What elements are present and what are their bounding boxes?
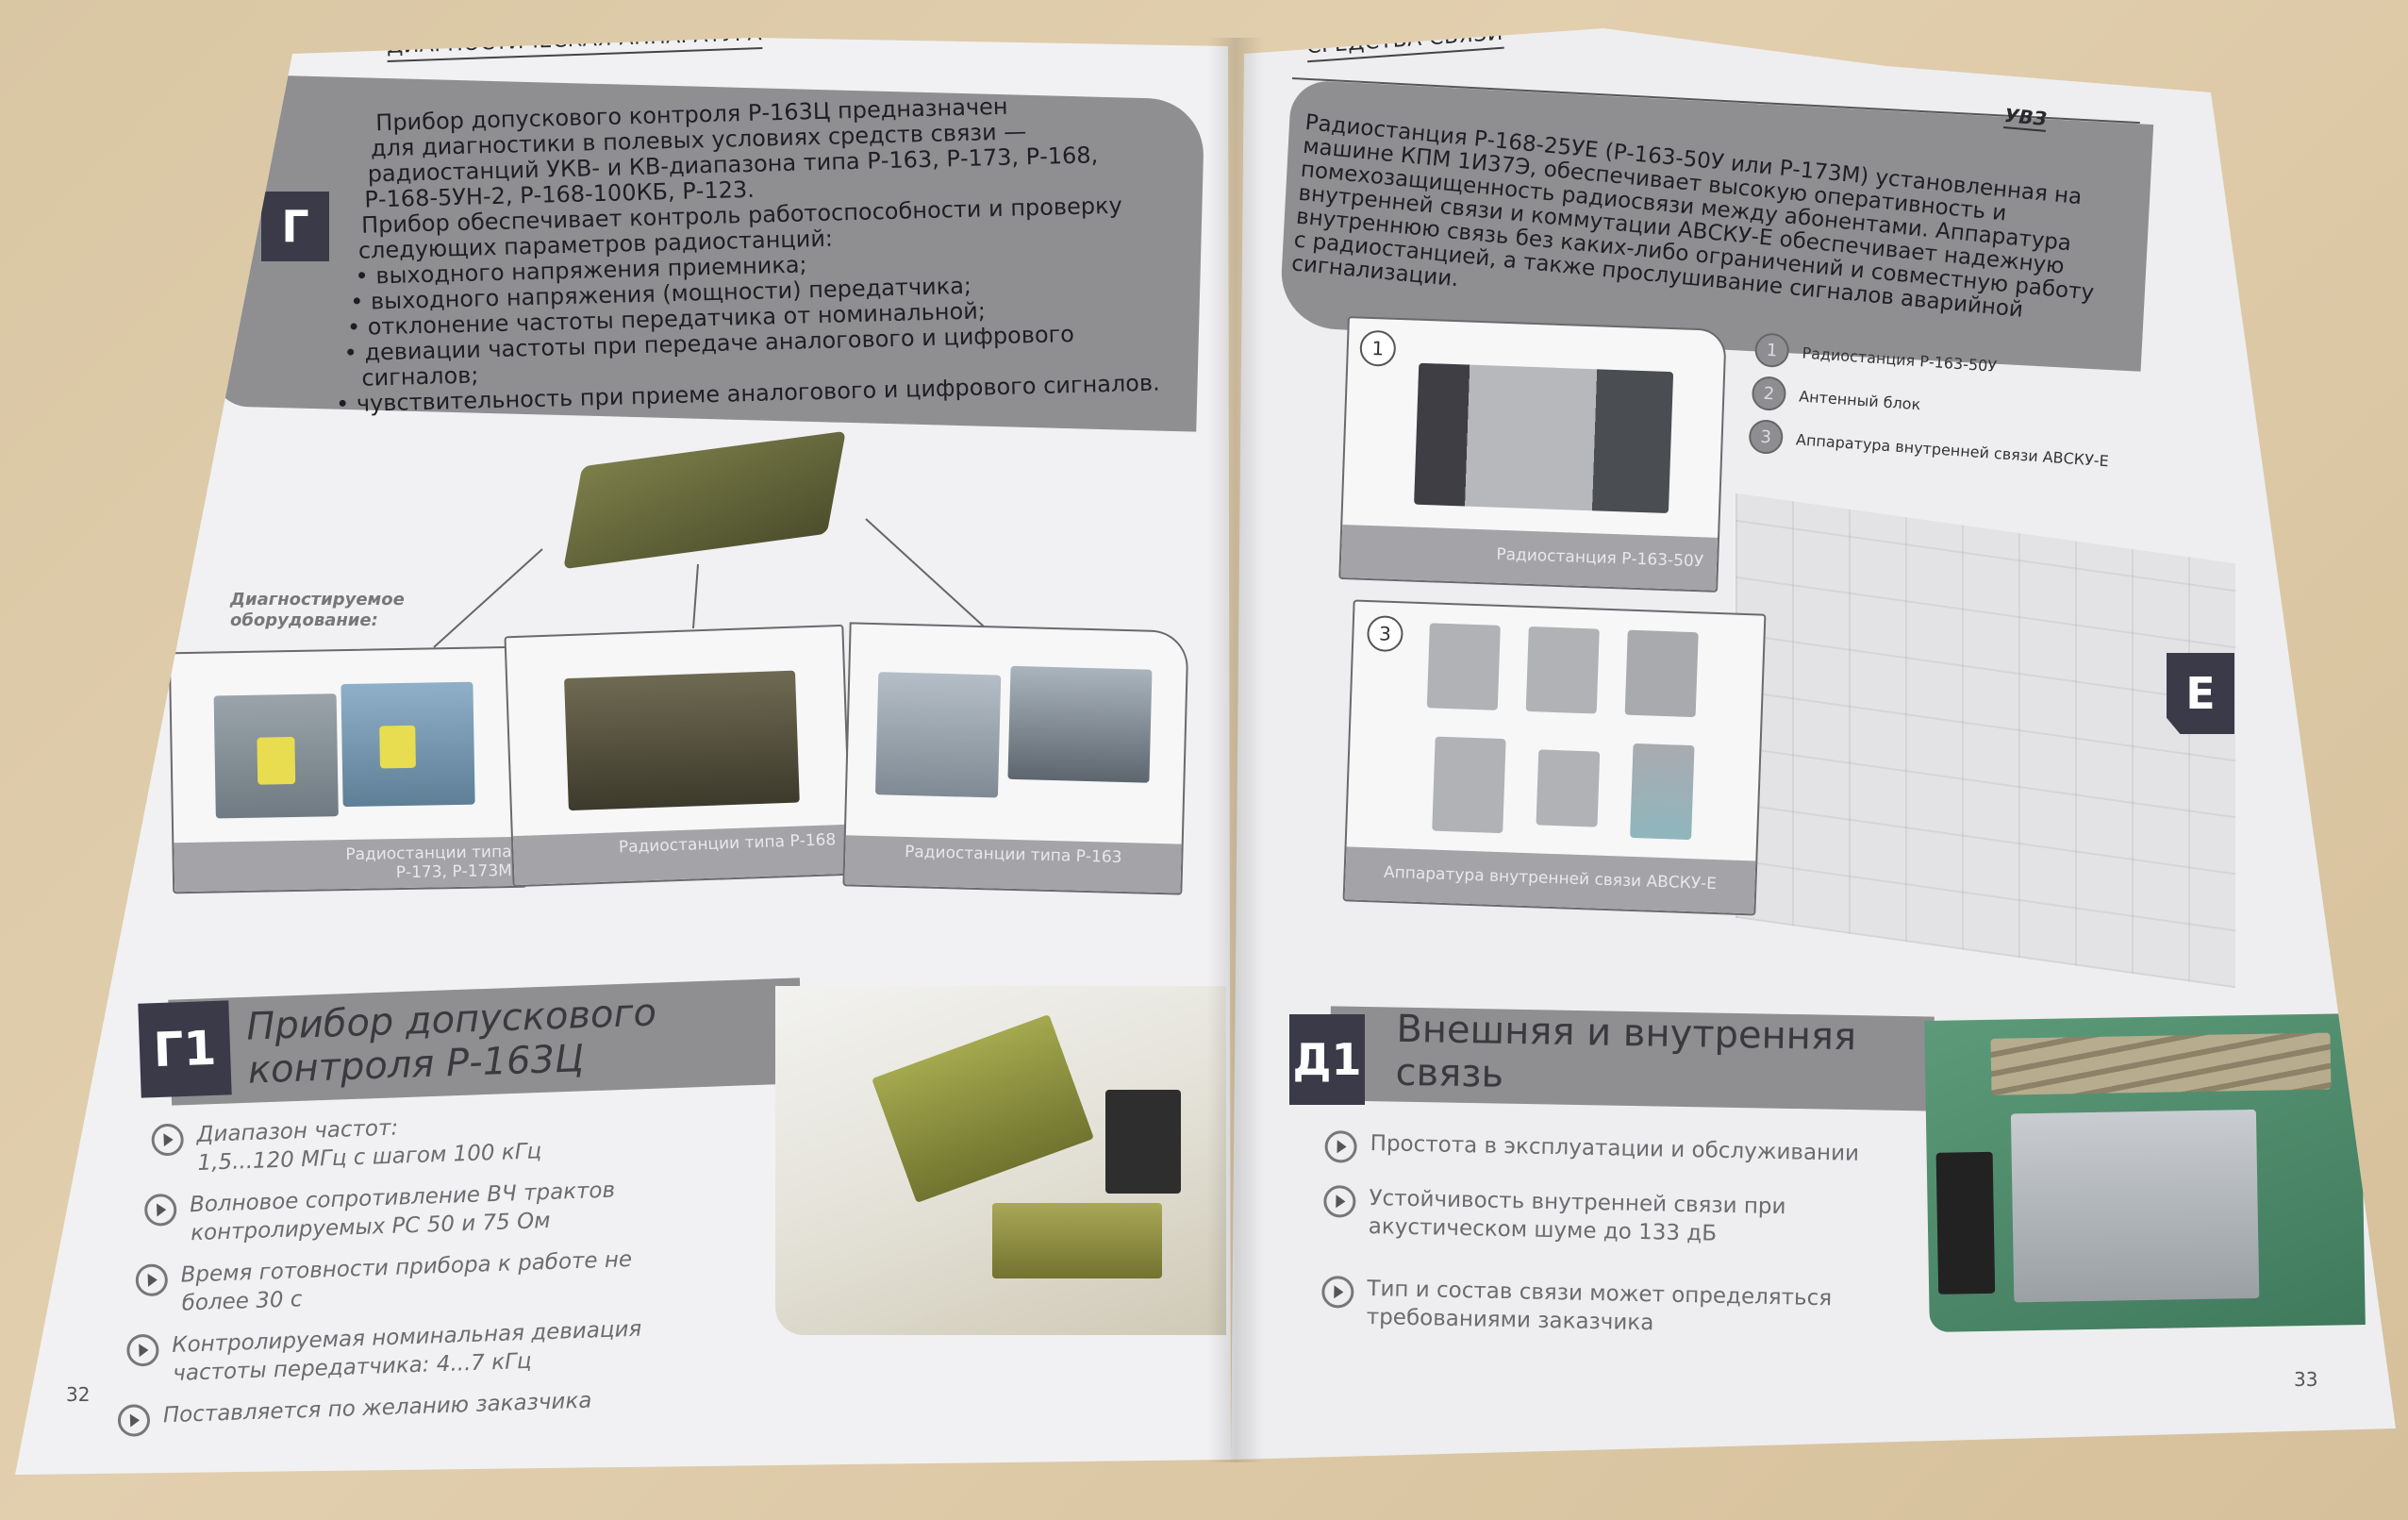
box-caption: Радиостанция Р-163-50У [1340,525,1719,591]
r168-image [564,670,800,811]
bullet-item: Простота в эксплуатации и обслуживании [1324,1128,1859,1174]
r163c-kit-photo [775,986,1226,1335]
kit-battery [1105,1090,1181,1194]
avsku-unit [1536,749,1601,827]
play-bullet-icon [117,1403,151,1438]
play-bullet-icon [1321,1275,1354,1309]
intercom-install-photo [1924,1012,2366,1333]
g1-bullets: Диапазон частот:1,5...120 МГц с шагом 10… [117,1106,645,1449]
equipment-caption: Радиостанции типа Р-163 [844,835,1182,894]
equipment-card-r163: Радиостанции типа Р-163 [842,622,1189,895]
equipment-card-r173: Радиостанции типа Р-173, Р-173М [168,645,528,894]
page-number-right: 33 [2294,1368,2318,1391]
play-bullet-icon [1324,1129,1357,1163]
box-number: 1 [1359,329,1397,367]
kit-device [992,1203,1162,1278]
equipment-card-r168: Радиостанции типа Р-168 [504,624,853,888]
connector-lines [433,518,985,648]
bullet-item: Диапазон частот:1,5...120 МГц с шагом 10… [151,1106,636,1179]
avsku-unit [1426,623,1501,710]
d1-title: Внешняя и внутренняя связь [1395,1008,1856,1102]
diagnosed-equipment-label: Диагностируемое оборудование: [230,590,405,630]
keypad [257,736,296,785]
cable-bundle [1990,1032,2332,1095]
avsku-unit [1525,626,1600,714]
keypad [379,725,416,769]
play-bullet-icon [135,1263,169,1297]
section-tab-d1: Д1 [1289,1014,1365,1105]
book-gutter [1207,38,1264,1462]
play-bullet-icon [151,1123,185,1157]
right-page-header: СРЕДСТВА СВЯЗИ [1305,28,1504,63]
intercom-unit [2010,1109,2260,1303]
vehicle-cutaway-sketch [1735,493,2235,989]
play-bullet-icon [125,1333,159,1367]
dark-panel [1935,1151,1996,1295]
uvz-logo: УВЗ [2002,104,2048,132]
box-radio-r163-50u: 1 Радиостанция Р-163-50У [1338,316,1727,593]
r163-50u-image [1414,362,1674,514]
avsku-unit [1432,736,1506,834]
r163-image [1007,665,1153,783]
bullet-item: Поставляется по желанию заказчика [117,1385,644,1438]
play-bullet-icon [1323,1184,1356,1218]
section-tab-g: Г [261,192,329,261]
box-avsku-e: 3 Аппаратура внутренней связи АВСКУ-Е [1342,599,1767,916]
box-number: 3 [1366,615,1404,653]
equipment-caption: Радиостанции типа Р-173, Р-173М [174,836,526,893]
play-bullet-icon [143,1193,177,1227]
kit-device [872,1014,1094,1203]
g1-title: Прибор допускового контроля Р-163Ц [246,991,659,1092]
section-tab-e: Е [2167,653,2234,734]
equipment-caption: Радиостанции типа Р-168 [512,824,851,886]
section-tab-g1: Г1 [138,1000,232,1098]
d1-bullets: Простота в эксплуатации и обслуживании У… [1320,1128,1859,1355]
box-caption: Аппаратура внутренней связи АВСКУ-Е [1344,846,1756,914]
avsku-unit [1624,629,1699,718]
avsku-unit [1630,743,1695,841]
d1-title-line: связь [1395,1050,1504,1096]
page-number-left: 32 [66,1383,91,1406]
r163-image [874,672,1002,798]
